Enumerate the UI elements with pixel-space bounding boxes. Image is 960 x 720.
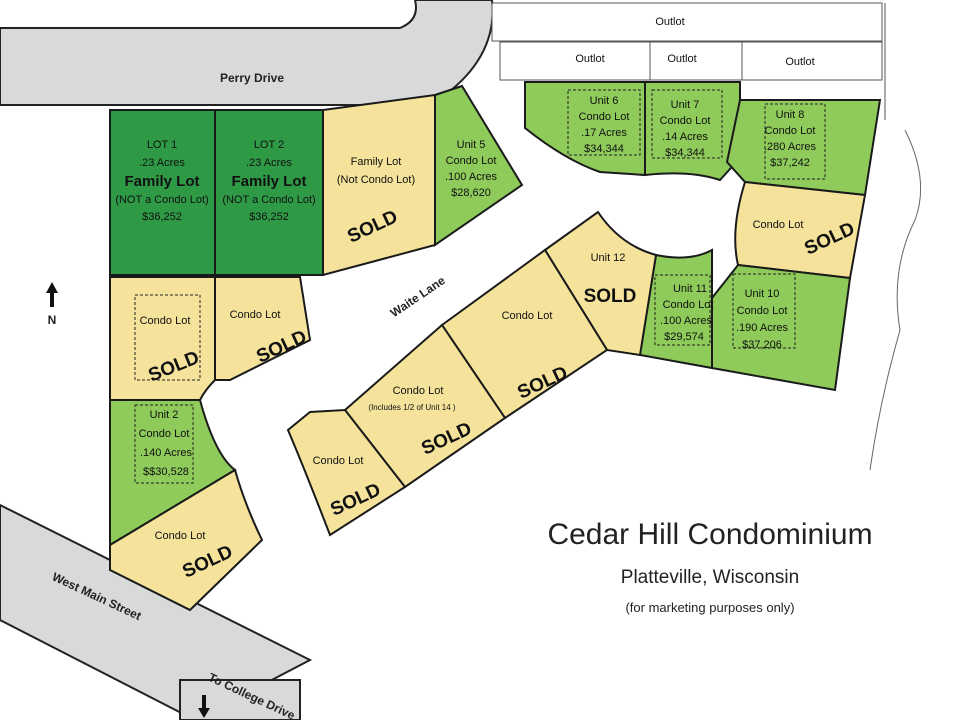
outlot-1-label: Outlot xyxy=(575,53,604,65)
creek-line xyxy=(869,129,922,471)
unit-8-acres: .280 Acres xyxy=(764,141,816,153)
unit-11-name: Unit 11 xyxy=(673,283,707,295)
outlot-2 xyxy=(649,41,743,81)
family-lot-name: Family Lot xyxy=(351,156,402,168)
north-label: N xyxy=(48,313,57,327)
lot-2-type: Family Lot xyxy=(231,173,306,190)
unit-5-name: Unit 5 xyxy=(457,139,486,151)
marketing-note: (for marketing purposes only) xyxy=(625,600,795,615)
condo-lot-southwest-label: Condo Lot xyxy=(313,455,364,467)
waite-lane-label: Waite Lane xyxy=(388,273,448,320)
condo-lot-right-label: Condo Lot xyxy=(753,219,804,231)
unit-8-footprint xyxy=(764,103,826,180)
lot-2-price: $36,252 xyxy=(249,211,289,223)
unit-2-acres: .140 Acres xyxy=(140,447,192,459)
condo-lot-left-2-label: Condo Lot xyxy=(230,309,281,321)
outlot-2-label: Outlot xyxy=(667,53,696,65)
condo-lot-left-2[interactable] xyxy=(214,276,312,381)
perry-drive-label: Perry Drive xyxy=(220,71,284,85)
lot-1-type: Family Lot xyxy=(124,173,199,190)
unit-6-lot[interactable] xyxy=(524,81,646,177)
lot-2-note: (NOT a Condo Lot) xyxy=(222,194,315,206)
unit-7-acres: .14 Acres xyxy=(662,131,708,143)
outlot-top-label: Outlot xyxy=(655,16,684,28)
unit-7-lot[interactable] xyxy=(644,81,741,182)
condo-left-1-footprint xyxy=(134,294,201,381)
condo-lot-left-1-label: Condo Lot xyxy=(140,315,191,327)
unit-11-footprint xyxy=(654,274,711,346)
unit-11-acres: .100 Acres xyxy=(660,315,712,327)
unit-2-type: Condo Lot xyxy=(139,428,190,440)
unit-6-acres: .17 Acres xyxy=(581,127,627,139)
lot-1-name: LOT 1 xyxy=(147,139,177,151)
condo-lot-14-label: Condo Lot xyxy=(393,385,444,397)
lot-1[interactable] xyxy=(109,109,216,276)
outlot-top xyxy=(491,2,883,42)
unit-7-name: Unit 7 xyxy=(671,99,700,111)
college-drive-road xyxy=(179,679,301,720)
condo-lot-bottom-left-label: Condo Lot xyxy=(155,530,206,542)
unit-8-type: Condo Lot xyxy=(765,125,816,137)
unit-6-name: Unit 6 xyxy=(590,95,619,107)
unit-12-lot[interactable] xyxy=(543,210,658,357)
condo-lot-middle-label: Condo Lot xyxy=(502,310,553,322)
unit-7-footprint xyxy=(651,89,723,159)
unit-5-price: $28,620 xyxy=(451,187,491,199)
unit-2-footprint xyxy=(134,404,194,484)
unit-8-name: Unit 8 xyxy=(776,109,805,121)
unit-7-type: Condo Lot xyxy=(660,115,711,127)
unit-7-price: $34,344 xyxy=(665,147,705,159)
map-title: Cedar Hill Condominium xyxy=(547,518,873,551)
unit-11-lot[interactable] xyxy=(638,248,713,370)
unit-12-sold: SOLD xyxy=(584,286,637,307)
unit-10-footprint xyxy=(732,273,796,349)
condo-lot-bottom-left[interactable] xyxy=(109,468,264,612)
unit-10-acres: .190 Acres xyxy=(736,322,788,334)
unit-11-type: Condo Lot xyxy=(663,299,714,311)
unit-10-name: Unit 10 xyxy=(745,288,780,300)
unit-5-acres: .100 Acres xyxy=(445,171,497,183)
unit-11-price: $29,574 xyxy=(664,331,704,343)
condo-lot-14-note: (Includes 1/2 of Unit 14 ) xyxy=(368,403,455,412)
lot-1-note: (NOT a Condo Lot) xyxy=(115,194,208,206)
lot-1-acres: .23 Acres xyxy=(139,157,185,169)
outlot-3-label: Outlot xyxy=(785,56,814,68)
unit-5-lot[interactable] xyxy=(434,84,524,247)
unit-6-footprint xyxy=(567,89,641,156)
outlot-3 xyxy=(741,41,883,81)
family-lot-note: (Not Condo Lot) xyxy=(337,174,415,186)
lot-1-price: $36,252 xyxy=(142,211,182,223)
unit-2-price: $$30,528 xyxy=(143,466,189,478)
condo-lot-southwest[interactable] xyxy=(286,408,407,537)
unit-10-lot[interactable] xyxy=(711,263,852,392)
unit-8-price: $37,242 xyxy=(770,157,810,169)
unit-5-type: Condo Lot xyxy=(446,155,497,167)
unit-2-name: Unit 2 xyxy=(150,409,179,421)
north-arrow-icon xyxy=(46,282,58,307)
unit-10-price: $37,206 xyxy=(742,339,782,351)
lot-2[interactable] xyxy=(214,109,324,276)
unit-6-price: $34,344 xyxy=(584,143,624,155)
south-arrow-icon xyxy=(198,695,210,718)
west-main-street-road xyxy=(0,503,313,720)
unit-10-type: Condo Lot xyxy=(737,305,788,317)
lot-2-acres: .23 Acres xyxy=(246,157,292,169)
unit-12-name: Unit 12 xyxy=(591,252,626,264)
map-subtitle: Platteville, Wisconsin xyxy=(620,567,800,588)
perry-drive-road xyxy=(0,0,494,106)
lot-2-name: LOT 2 xyxy=(254,139,284,151)
unit-6-type: Condo Lot xyxy=(579,111,630,123)
